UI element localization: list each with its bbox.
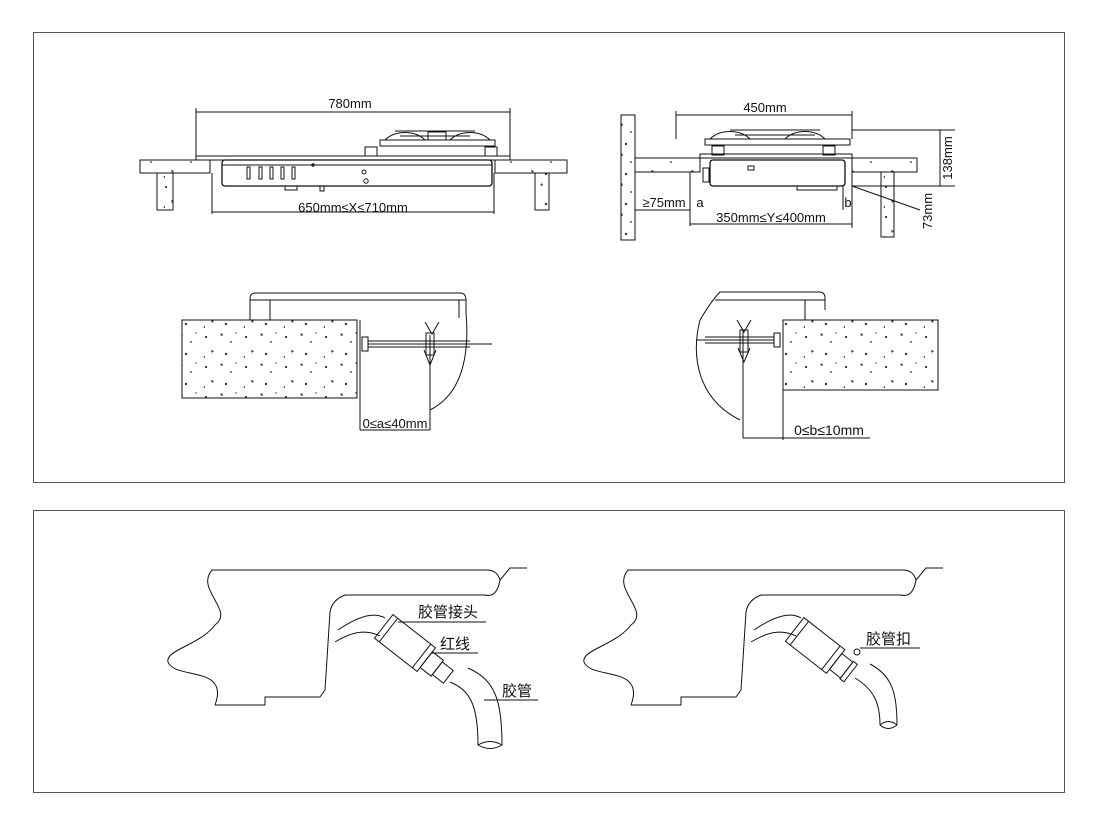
- depth-label: 450mm: [743, 100, 786, 115]
- overall-width-label: 780mm: [328, 96, 371, 111]
- side-view-drawing: [620, 111, 955, 241]
- clip-detail-right: [695, 291, 939, 440]
- body-height-label: 73mm: [920, 193, 935, 229]
- installation-dimensions-panel: [33, 32, 1065, 483]
- front-view-drawing: [139, 108, 568, 214]
- height-label: 138mm: [940, 136, 955, 179]
- mark-a-label: a: [696, 195, 704, 210]
- clip-detail-left: [181, 292, 492, 431]
- hose-detail-left: [167, 567, 538, 749]
- range-a-label: 0≤a≤40mm: [363, 416, 428, 431]
- hose-connector-label: 胶管接头: [418, 603, 478, 621]
- range-b-label: 0≤b≤10mm: [794, 422, 864, 438]
- wall-gap-label: ≥75mm: [642, 195, 685, 210]
- cutout-x-label: 650mm≤X≤710mm: [298, 200, 408, 215]
- mark-b-label: b: [844, 195, 851, 210]
- hose-detail-right: [583, 567, 943, 729]
- hose-clamp-label: 胶管扣: [866, 630, 911, 648]
- hose-label: 胶管: [502, 682, 532, 700]
- cutout-y-label: 350mm≤Y≤400mm: [716, 210, 826, 225]
- hose-connection-panel: [33, 510, 1065, 793]
- red-line-label: 红线: [440, 635, 470, 653]
